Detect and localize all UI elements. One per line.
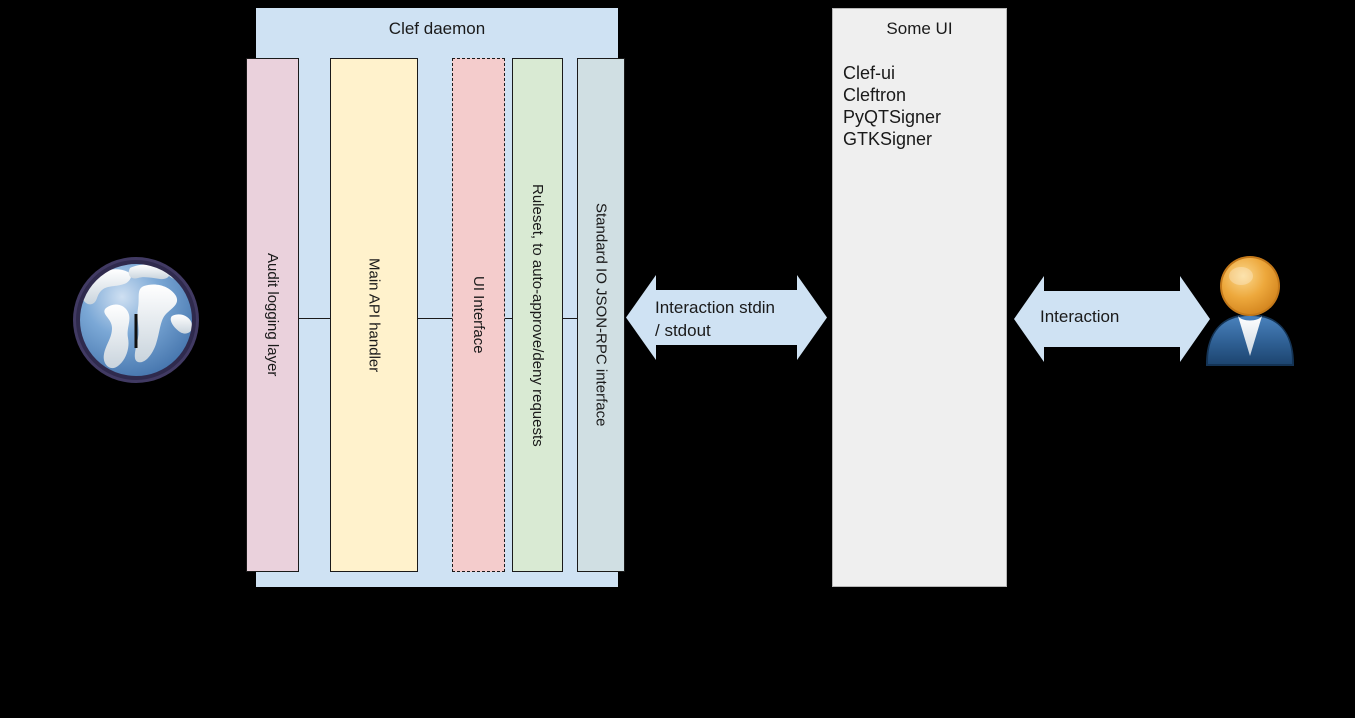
list-item: PyQTSigner <box>843 107 942 127</box>
box-main-api-handler[interactable]: Main API handler <box>330 58 418 572</box>
connector-api-to-ui <box>417 318 453 319</box>
box-standard-io-jsonrpc-interface[interactable]: Standard IO JSON-RPC interface <box>577 58 625 572</box>
some-ui-item-list: Clef-ui Cleftron PyQTSigner GTKSigner <box>843 62 1003 150</box>
clef-daemon-title: Clef daemon <box>388 19 486 38</box>
box-label-standard-io-jsonrpc-interface: Standard IO JSON-RPC interface <box>592 203 610 427</box>
some-ui-panel <box>832 8 1007 587</box>
box-audit-logging-layer[interactable]: Audit logging layer <box>246 58 299 572</box>
user-arrow-label: Interaction <box>1040 307 1120 326</box>
user-arrow-shape <box>1014 276 1210 362</box>
some-ui-title: Some UI <box>886 19 953 38</box>
user-arrow <box>1014 272 1210 366</box>
connector-ruleset-to-stdio <box>562 318 578 319</box>
box-label-main-api-handler: Main API handler <box>365 257 383 373</box>
list-item: Cleftron <box>843 85 907 105</box>
connector-audit-to-api <box>298 318 331 319</box>
box-label-ruleset: Ruleset, to auto-approve/deny requests <box>529 183 546 447</box>
box-label-ui-interface: UI Interface <box>470 276 487 354</box>
box-ui-interface[interactable]: UI Interface <box>452 58 505 572</box>
box-ruleset[interactable]: Ruleset, to auto-approve/deny requests <box>512 58 563 572</box>
user-icon <box>1198 252 1302 368</box>
clef-daemon-container <box>256 8 618 587</box>
stdio-arrow-shape <box>626 275 827 360</box>
list-item: Clef-ui <box>843 63 896 83</box>
list-item: GTKSigner <box>843 129 933 149</box>
stdio-arrow <box>626 270 827 365</box>
stdio-arrow-label: Interaction stdin / stdout <box>655 298 776 340</box>
box-label-audit-logging-layer: Audit logging layer <box>264 253 281 377</box>
globe-icon <box>68 252 204 388</box>
connector-ui-to-ruleset <box>504 318 513 319</box>
